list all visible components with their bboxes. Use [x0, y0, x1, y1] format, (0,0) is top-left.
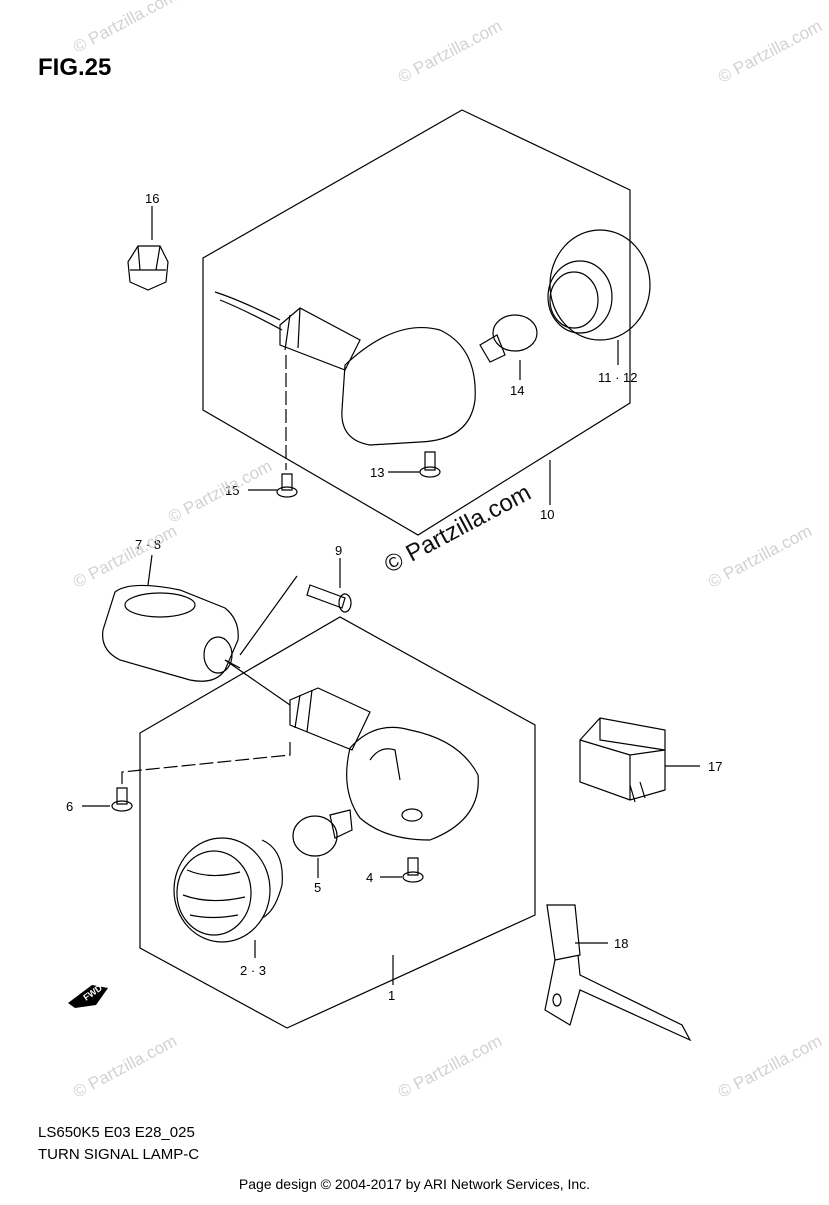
- callout-18: 18: [614, 936, 628, 951]
- callout-10: 10: [540, 507, 554, 522]
- upper-turn-signal-lamp[interactable]: [214, 291, 476, 446]
- lens-part-11-12: [547, 229, 651, 341]
- callout-16: 16: [145, 191, 159, 206]
- callout-13: 13: [370, 465, 384, 480]
- callout-14: 14: [510, 383, 524, 398]
- bulb-part-14: [479, 314, 538, 363]
- callout-2-3: 2 · 3: [240, 963, 266, 978]
- callout-9: 9: [335, 543, 342, 558]
- bulb-part-5: [292, 809, 353, 857]
- callout-11-12: 11 · 12: [598, 370, 638, 385]
- callout-17: 17: [708, 759, 722, 774]
- lower-turn-signal-lamp[interactable]: [224, 659, 479, 841]
- callout-4: 4: [366, 870, 373, 885]
- page-footer: Page design © 2004-2017 by ARI Network S…: [238, 1176, 591, 1192]
- figure-name: TURN SIGNAL LAMP-C: [38, 1146, 200, 1163]
- upper-assembly-frame: [202, 109, 631, 536]
- bolt-part-9: [306, 584, 352, 613]
- forward-arrow-icon: FWD: [68, 982, 108, 1008]
- screw-part-13: [419, 451, 441, 478]
- lens-part-2-3: [173, 837, 283, 943]
- lower-assembly-frame: [139, 616, 536, 1029]
- leader-line-7-8: [147, 554, 153, 586]
- screw-part-6: [111, 787, 133, 812]
- relay-part-17: [579, 717, 666, 803]
- leader-line-6-dashed: [121, 742, 291, 785]
- screw-part-15: [276, 473, 298, 498]
- figure-title: FIG.25: [38, 54, 112, 81]
- bracket-part-18: [544, 904, 692, 1042]
- callout-5: 5: [314, 880, 321, 895]
- screw-part-4: [402, 857, 424, 883]
- callout-6: 6: [66, 799, 73, 814]
- cover-part-7-8: [102, 584, 239, 682]
- callout-15: 15: [225, 483, 239, 498]
- model-code: LS650K5 E03 E28_025: [38, 1124, 195, 1141]
- clip-part-16: [127, 245, 169, 291]
- callout-1: 1: [388, 988, 395, 1003]
- callout-7-8: 7 · 8: [135, 537, 161, 552]
